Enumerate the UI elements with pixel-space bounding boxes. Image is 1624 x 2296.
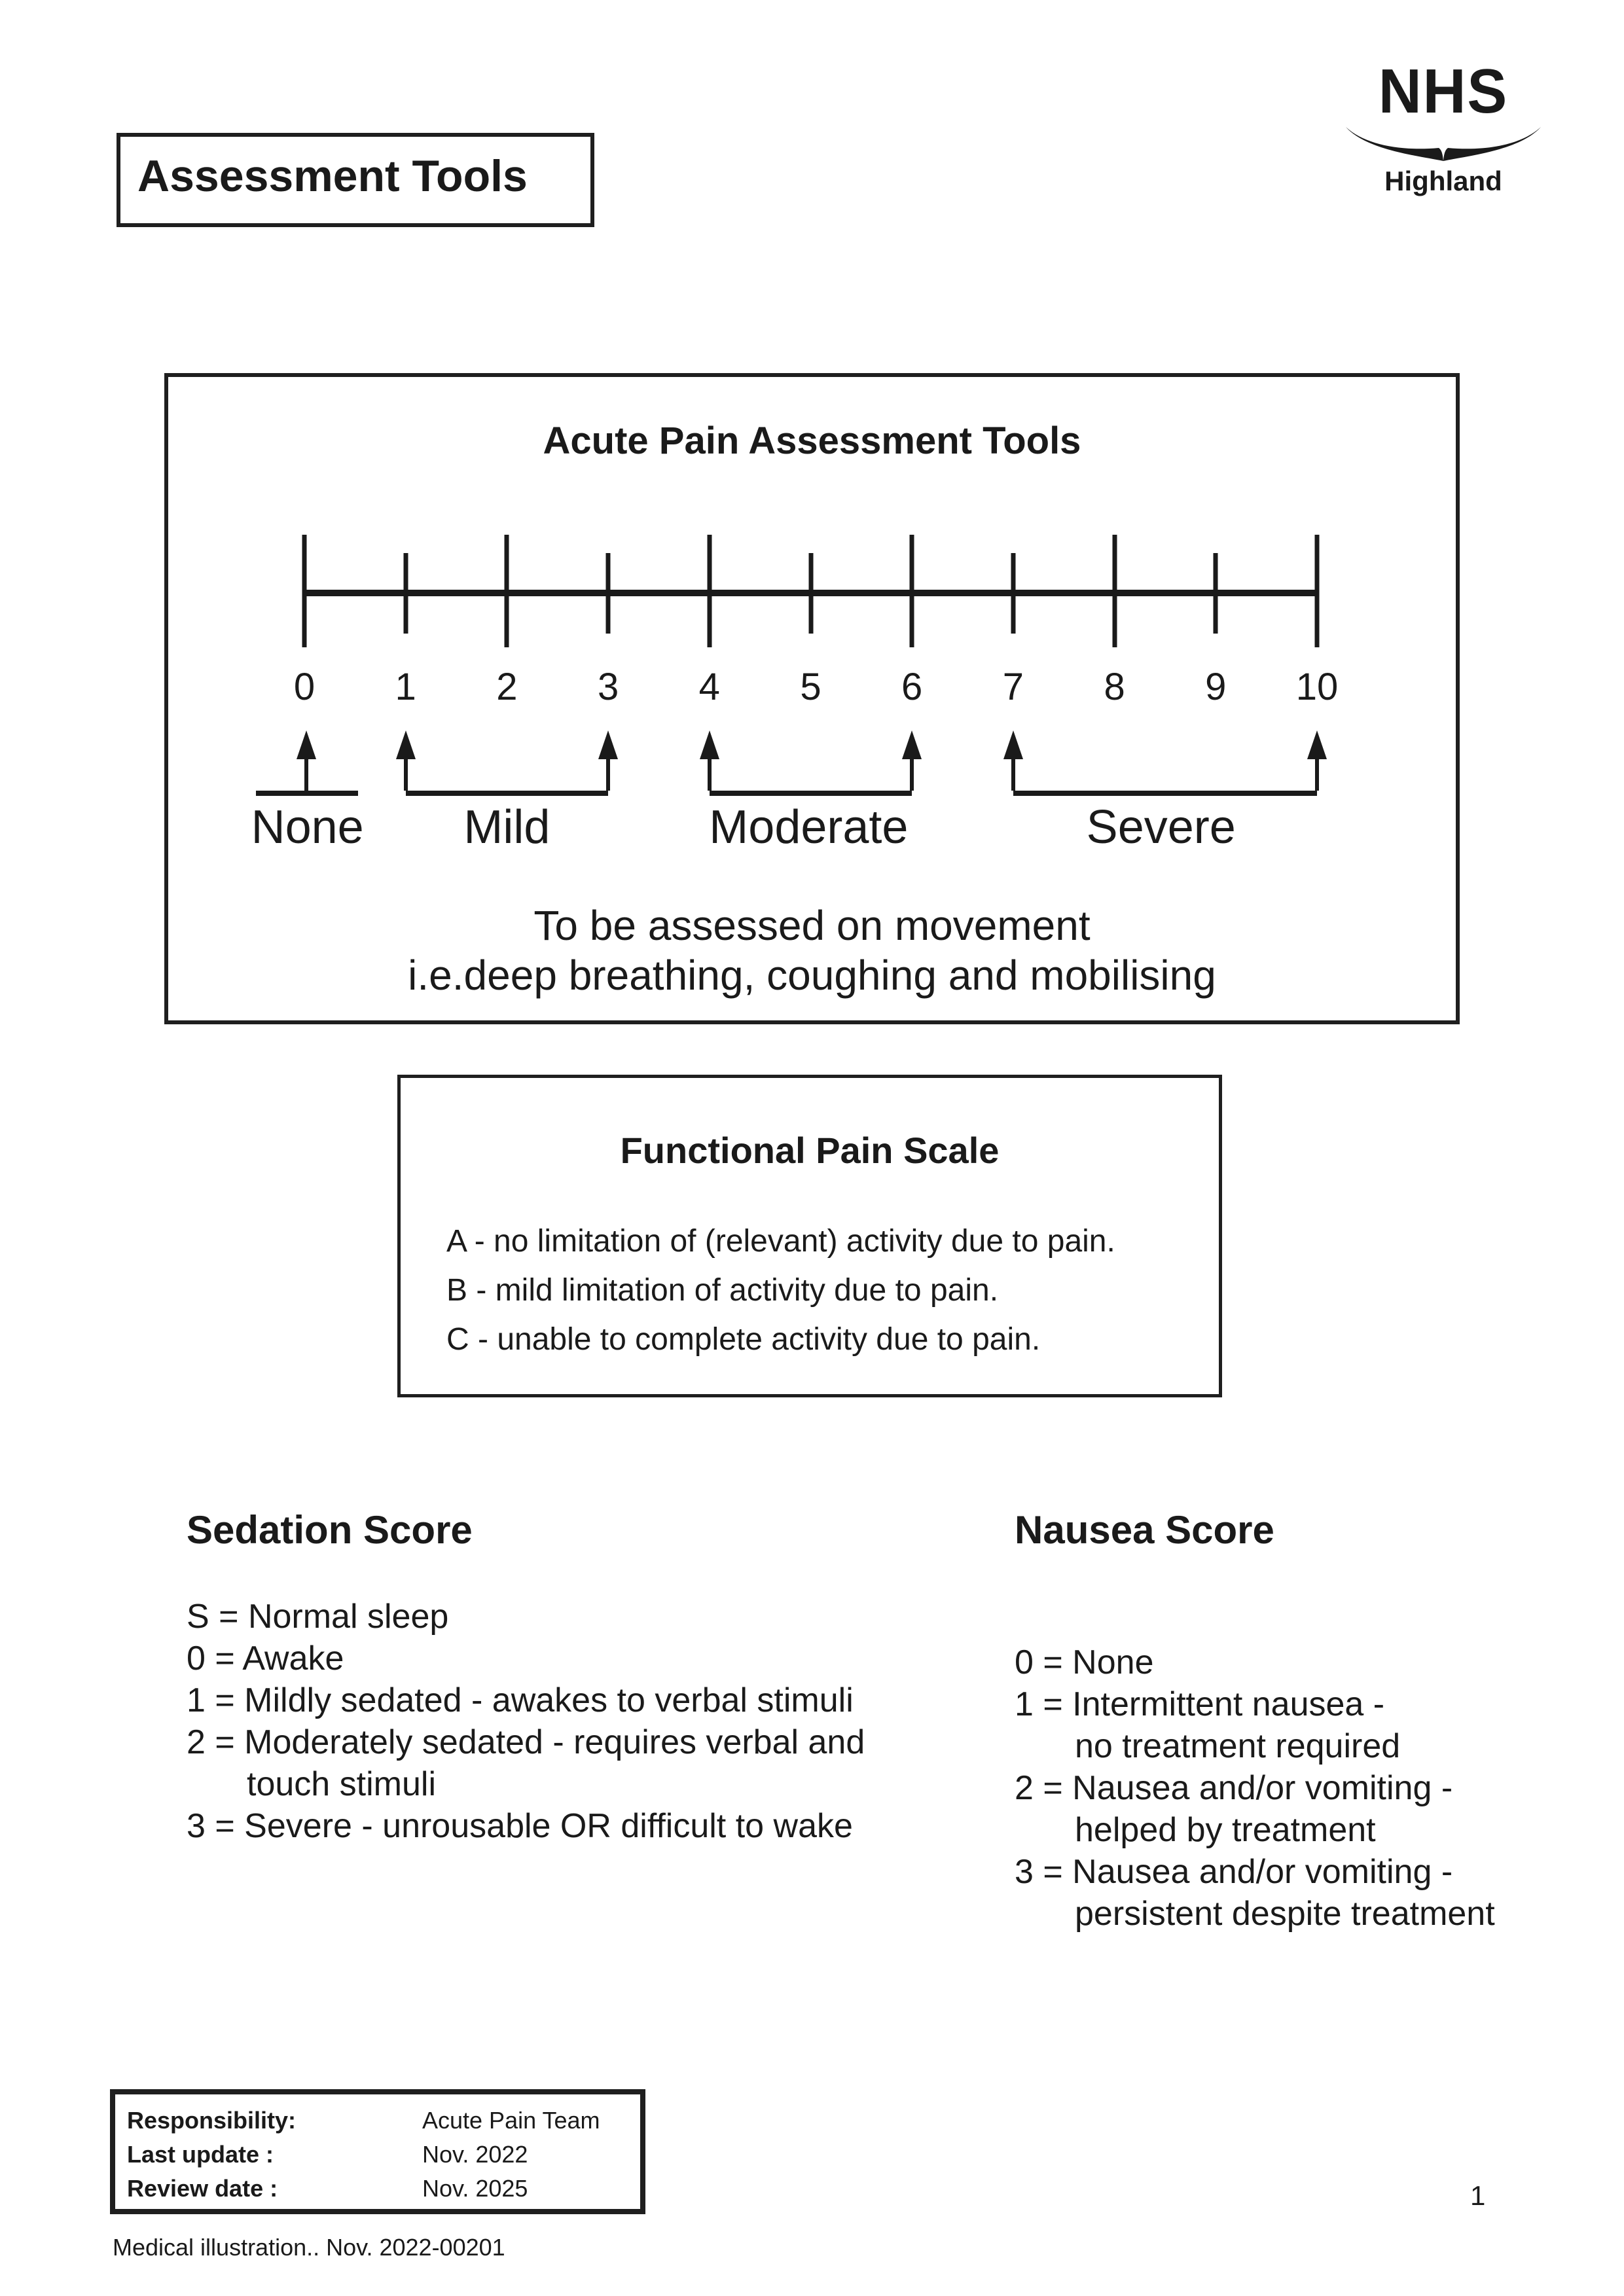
- sedation-line: 3 = Severe - unrousable OR difficult to …: [187, 1807, 853, 1845]
- range-bar-none: [255, 791, 358, 796]
- range-label-severe: Severe: [1086, 801, 1236, 853]
- medical-illustration-reference: Medical illustration.. Nov. 2022-00201: [113, 2234, 505, 2261]
- functional-scale-title: Functional Pain Scale: [620, 1130, 1000, 1171]
- nausea-line: 1 = Intermittent nausea -: [1015, 1685, 1385, 1723]
- nausea-line: 0 = None: [1015, 1643, 1154, 1681]
- footer-label: Responsibility:: [127, 2107, 297, 2134]
- footer-value: Nov. 2022: [422, 2141, 528, 2168]
- scale-number: 0: [293, 666, 316, 708]
- ruler-tick-9: [1213, 553, 1218, 634]
- pain-scale-range-labels: None Mild Moderate Severe: [251, 801, 1317, 859]
- sedation-line-continuation: touch stimuli: [247, 1765, 436, 1803]
- nhs-logo-text: NHS: [1378, 56, 1509, 126]
- ruler-tick-8: [1112, 535, 1117, 647]
- nhs-logo-subtext: Highland: [1384, 166, 1502, 196]
- sedation-line: S = Normal sleep: [187, 1598, 449, 1636]
- scale-number: 1: [395, 666, 416, 708]
- nausea-line: 2 = Nausea and/or vomiting -: [1015, 1769, 1453, 1807]
- ruler-tick-10: [1314, 535, 1320, 647]
- footer-row-review-date: Review date : Nov. 2025: [127, 2172, 640, 2206]
- scale-number: 10: [1295, 666, 1339, 708]
- scale-number: 6: [901, 666, 923, 708]
- ruler-tick-3: [605, 553, 611, 634]
- up-arrow-icon: [1306, 730, 1328, 791]
- ruler-tick-0: [302, 535, 307, 647]
- ruler-tick-1: [403, 553, 408, 634]
- nausea-line-continuation: no treatment required: [1075, 1727, 1401, 1765]
- functional-pain-scale-box: Functional Pain Scale A - no limitation …: [397, 1075, 1222, 1397]
- assessment-note-line2: i.e.deep breathing, coughing and mobilis…: [408, 952, 1216, 999]
- footer-row-last-update: Last update : Nov. 2022: [127, 2138, 640, 2172]
- nausea-score-lines: 0 = None 1 = Intermittent nausea - no tr…: [1015, 1641, 1495, 1935]
- footer-label: Review date :: [127, 2175, 278, 2202]
- scale-number: 9: [1205, 666, 1227, 708]
- nausea-line-continuation: persistent despite treatment: [1075, 1895, 1495, 1933]
- ruler-tick-6: [909, 535, 914, 647]
- pain-box-title: Acute Pain Assessment Tools: [543, 420, 1081, 462]
- sedation-score-title: Sedation Score: [187, 1508, 473, 1552]
- range-label-none: None: [251, 801, 364, 853]
- scale-number: 3: [597, 666, 619, 708]
- nausea-line-continuation: helped by treatment: [1075, 1811, 1376, 1849]
- nhs-swoosh-icon: [1346, 127, 1541, 161]
- functional-line-b: B - mild limitation of activity due to p…: [446, 1273, 999, 1308]
- up-arrow-icon: [698, 730, 721, 791]
- pain-scale-range-brackets: [255, 730, 1317, 796]
- footer-info-box: Responsibility: Acute Pain Team Last upd…: [110, 2089, 645, 2214]
- up-arrow-icon: [295, 730, 317, 791]
- up-arrow-icon: [1002, 730, 1024, 791]
- scale-number: 5: [800, 666, 821, 708]
- pain-scale-numbers: 0 1 2 3 4 5 6 7 8 9 10: [294, 666, 1338, 714]
- ruler-tick-7: [1011, 553, 1016, 634]
- sedation-line: 0 = Awake: [187, 1640, 344, 1677]
- ruler-tick-5: [808, 553, 813, 634]
- page-title: Assessment Tools: [137, 151, 528, 201]
- ruler-tick-4: [707, 535, 712, 647]
- scale-number: 8: [1104, 666, 1125, 708]
- acute-pain-assessment-box: Acute Pain Assessment Tools 0 1 2 3 4 5 …: [164, 373, 1460, 1024]
- pain-scale-ruler: [302, 535, 1320, 647]
- up-arrow-icon: [901, 730, 923, 791]
- assessment-note-line1: To be assessed on movement: [533, 902, 1091, 949]
- range-label-moderate: Moderate: [709, 801, 909, 853]
- scale-number: 2: [496, 666, 518, 708]
- sedation-score-lines: S = Normal sleep 0 = Awake 1 = Mildly se…: [187, 1596, 865, 1847]
- range-bar-severe: [1013, 791, 1317, 796]
- sedation-line: 2 = Moderately sedated - requires verbal…: [187, 1723, 865, 1761]
- nhs-highland-logo: NHS Highland: [1335, 60, 1551, 195]
- nausea-score-title: Nausea Score: [1015, 1508, 1274, 1552]
- range-bar-mild: [405, 791, 609, 796]
- scale-number: 7: [1002, 666, 1024, 708]
- page-title-box: Assessment Tools: [117, 133, 594, 227]
- functional-line-c: C - unable to complete activity due to p…: [446, 1322, 1041, 1357]
- range-bar-moderate: [709, 791, 912, 796]
- up-arrow-icon: [395, 730, 417, 791]
- up-arrow-icon: [597, 730, 619, 791]
- ruler-tick-2: [504, 535, 509, 647]
- sedation-line: 1 = Mildly sedated - awakes to verbal st…: [187, 1681, 854, 1719]
- assessment-note: To be assessed on movement i.e.deep brea…: [168, 901, 1456, 1000]
- footer-row-responsibility: Responsibility: Acute Pain Team: [127, 2104, 640, 2138]
- functional-scale-lines: A - no limitation of (relevant) activity…: [446, 1217, 1115, 1364]
- footer-value: Nov. 2025: [422, 2175, 528, 2202]
- functional-line-a: A - no limitation of (relevant) activity…: [446, 1224, 1115, 1259]
- page-number: 1: [1470, 2180, 1486, 2211]
- range-label-mild: Mild: [463, 801, 550, 853]
- nausea-line: 3 = Nausea and/or vomiting -: [1015, 1853, 1453, 1891]
- scale-number: 4: [698, 666, 720, 708]
- footer-label: Last update :: [127, 2141, 274, 2168]
- footer-value: Acute Pain Team: [422, 2107, 600, 2134]
